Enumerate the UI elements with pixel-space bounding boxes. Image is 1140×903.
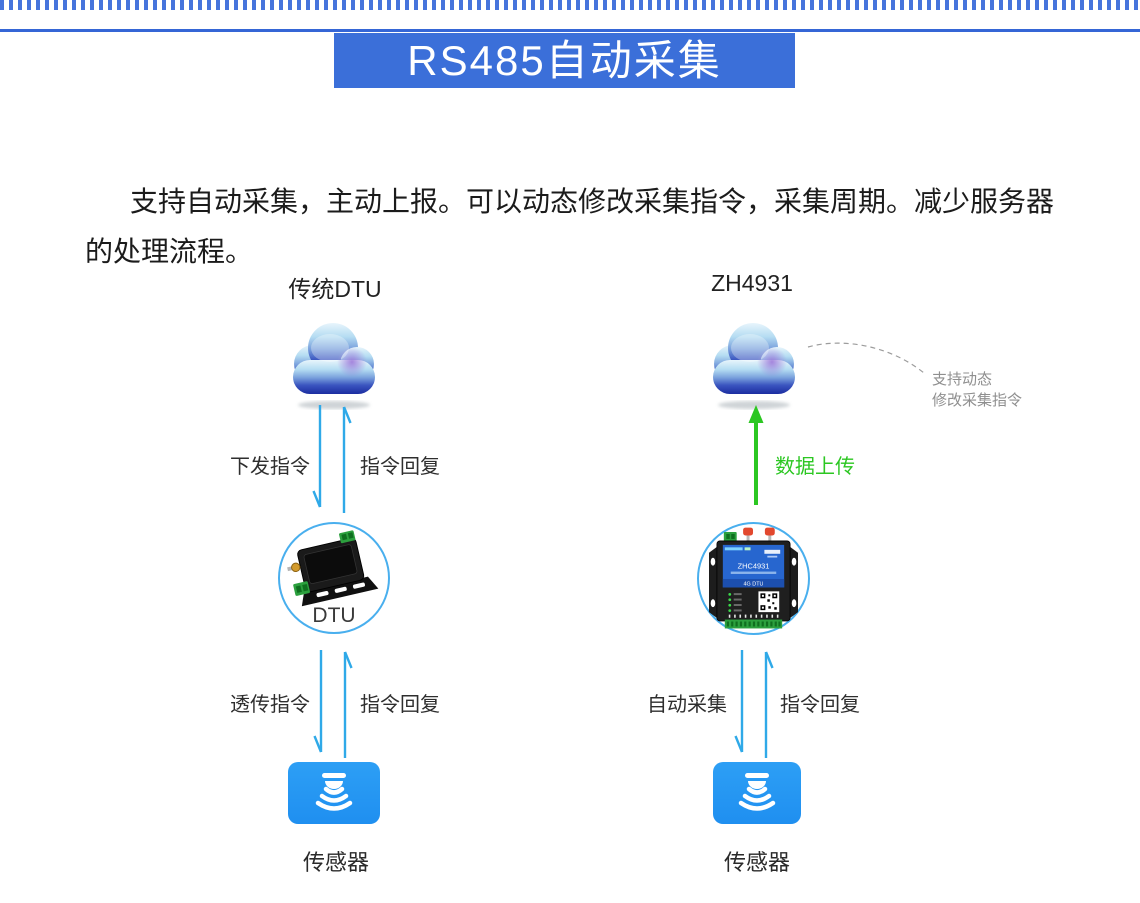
qr-code — [758, 591, 780, 613]
passthrough-command-label: 透传指令 — [230, 694, 310, 716]
right-flow-title: ZH4931 — [711, 270, 793, 296]
upload-arrow — [748, 405, 764, 505]
top-divider-line — [0, 29, 1140, 32]
down-up-arrows — [312, 403, 360, 515]
annotation-line1: 支持动态 — [932, 371, 993, 388]
command-reply-label: 指令回复 — [360, 456, 440, 478]
left-flow-title: 传统DTU — [288, 276, 382, 302]
annotation-dashed-connector — [807, 342, 925, 374]
dtu-device-label: DTU — [312, 604, 356, 627]
sensor-label: 传感器 — [723, 850, 790, 875]
intro-paragraph: 支持自动采集，主动上报。可以动态修改采集指令，采集周期。减少服务器的处理流程。 — [85, 186, 1055, 267]
down-up-arrows — [734, 648, 782, 760]
sensor-icon — [735, 772, 779, 814]
section-title: RS485自动采集 — [407, 37, 722, 84]
sensor-icon — [312, 772, 356, 814]
down-command-label: 下发指令 — [230, 456, 310, 478]
device-band-text: 4G DTU — [744, 581, 764, 587]
sensor-box — [288, 762, 380, 824]
dtu-device-circle: DTU — [278, 522, 390, 634]
device-model-text: ZHC4931 — [738, 562, 770, 571]
data-upload-label: 数据上传 — [775, 456, 855, 478]
annotation-line2: 修改采集指令 — [932, 392, 1023, 409]
command-reply-label: 指令回复 — [780, 694, 860, 716]
command-reply-label: 指令回复 — [360, 694, 440, 716]
cloud-icon — [286, 318, 382, 410]
down-up-arrows — [313, 648, 361, 760]
zh4931-device-circle: ZHC4931 4G DTU — [697, 522, 810, 635]
sensor-label: 传感器 — [302, 850, 369, 875]
top-dashed-border — [0, 0, 1140, 10]
dtu-device-image — [287, 530, 379, 607]
dynamic-modify-annotation: 支持动态 修改采集指令 — [932, 369, 1072, 411]
cloud-icon — [706, 318, 802, 410]
section-title-banner: RS485自动采集 — [334, 33, 795, 88]
sensor-box — [713, 762, 801, 824]
zh4931-device-image: ZHC4931 4G DTU — [709, 527, 798, 629]
auto-collect-label: 自动采集 — [647, 694, 727, 716]
